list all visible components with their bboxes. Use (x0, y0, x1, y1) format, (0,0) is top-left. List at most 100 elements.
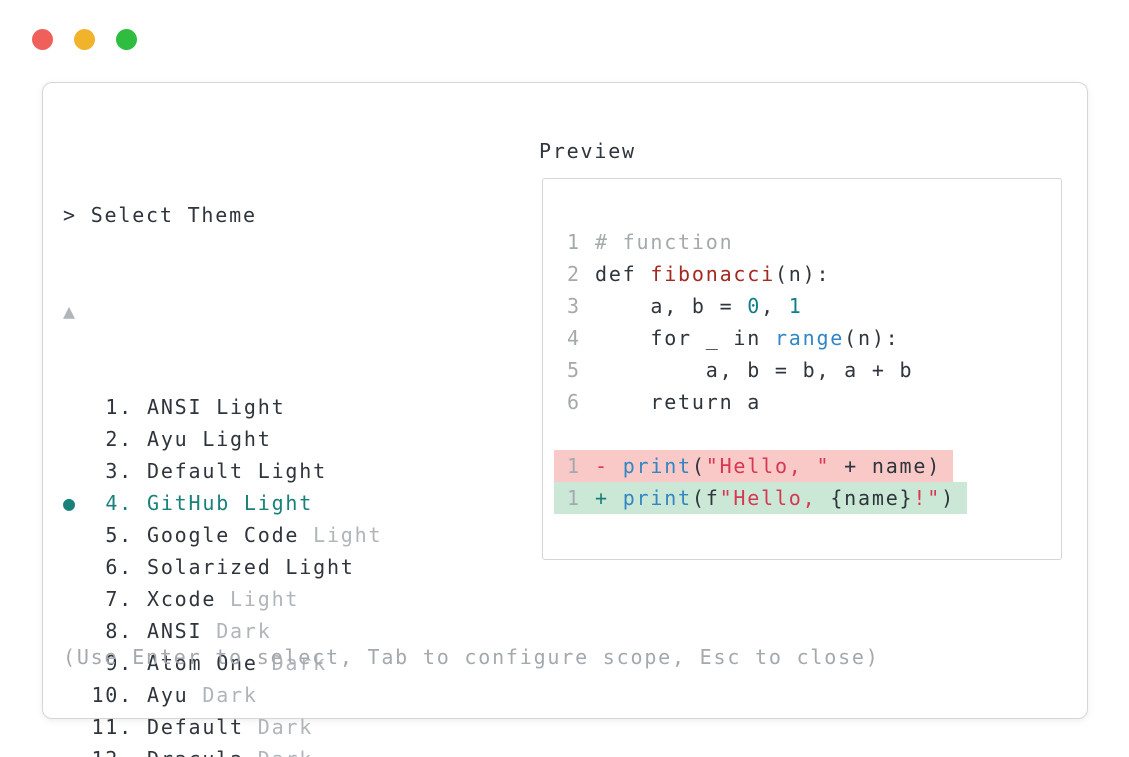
code-token: return a (595, 390, 762, 414)
code-line: 4 for _ in range(n): (567, 322, 1061, 354)
code-token: "Hello, " (705, 454, 831, 478)
code-token: a, b = b, a + b (595, 358, 914, 382)
diff-added-line: 1 + print(f"Hello, {name}!") (554, 482, 1061, 514)
code-line: 5 a, b = b, a + b (567, 354, 1061, 386)
item-label: Default Dark (147, 715, 314, 739)
theme-list-item[interactable]: 2. Ayu Light (63, 423, 382, 455)
code-token: ) (941, 486, 955, 510)
window-controls (32, 29, 137, 50)
code-token: "Hello, (719, 486, 831, 510)
theme-list-item[interactable]: 5. Google Code Light (63, 519, 382, 551)
code-token: range (774, 326, 845, 350)
item-number: 11. (91, 715, 133, 739)
theme-picker-column: > Select Theme ▲ 1. ANSI Light 2. Ayu Light… (63, 135, 382, 757)
code-token: a, b = (595, 294, 748, 318)
code-token: (f (691, 486, 720, 510)
item-label: Dracula Dark (147, 743, 313, 757)
item-label: GitHub Light (147, 491, 314, 515)
line-number: 1 (567, 230, 581, 254)
marker-spacer (63, 519, 77, 551)
code-line: 1 # function (567, 226, 1061, 258)
scroll-up-icon[interactable]: ▲ (63, 299, 77, 323)
code-token: ( (691, 454, 706, 478)
theme-list-item[interactable]: 6. Solarized Light (63, 551, 382, 583)
theme-list-item[interactable]: 3.Default Light (63, 455, 382, 487)
code-token: (n): (774, 262, 831, 286)
marker-spacer (63, 455, 77, 487)
line-number: 3 (567, 294, 581, 318)
preview-label: Preview (539, 139, 636, 163)
marker-spacer (63, 679, 77, 711)
item-label: Ayu Light (147, 427, 272, 451)
item-number: 6. (105, 555, 133, 579)
code-token: (n): (844, 326, 900, 350)
marker-spacer (63, 743, 77, 757)
code-line: 6 return a (567, 386, 1061, 418)
traffic-light-zoom-button[interactable] (116, 29, 137, 50)
selected-bullet-icon: ● (63, 491, 77, 515)
item-label: ANSI Light (147, 395, 286, 419)
theme-list-item[interactable]: 10. Ayu Dark (63, 679, 382, 711)
code-line (567, 418, 1061, 450)
item-number: 10. (91, 683, 133, 707)
line-number: 5 (567, 358, 581, 382)
item-label: ANSI Dark (147, 619, 272, 643)
item-number: 1. (105, 395, 133, 419)
item-label: Atom One Dark (147, 651, 327, 675)
code-token: + (595, 486, 623, 510)
line-number: 1 (567, 486, 581, 510)
line-number: 2 (567, 262, 581, 286)
item-label: Ayu Dark (147, 683, 258, 707)
code-token: {name} (830, 486, 914, 510)
line-number: 6 (567, 390, 581, 414)
code-token: print (622, 454, 692, 478)
item-number: 5. (105, 523, 133, 547)
theme-list-item[interactable]: ● 4. GitHub Light (63, 487, 382, 519)
line-number: 1 (567, 454, 581, 478)
code-line: 2 def fibonacci(n): (567, 258, 1061, 290)
theme-list-item[interactable]: 9. Atom One Dark (63, 647, 382, 679)
marker-spacer (63, 391, 77, 423)
theme-list-item[interactable]: 8. ANSI Dark (63, 615, 382, 647)
hint-text: (Use Enter to select, Tab to configure s… (63, 645, 880, 669)
theme-prompt: > Select Theme (63, 199, 382, 231)
code-token: fibonacci (650, 262, 775, 286)
traffic-light-close-button[interactable] (32, 29, 53, 50)
code-token: - (595, 454, 623, 478)
theme-list-item[interactable]: 11. Default Dark (63, 711, 382, 743)
code-token: for _ in (595, 326, 775, 350)
page-title: Select Theme (90, 203, 257, 227)
marker-spacer (63, 423, 77, 455)
theme-list-item[interactable]: 1. ANSI Light (63, 391, 382, 423)
prompt-symbol: > (63, 203, 77, 227)
code-token: def (595, 262, 651, 286)
line-number: 4 (567, 326, 581, 350)
code-line: 3 a, b = 0, 1 (567, 290, 1061, 322)
theme-list-item[interactable]: 12. Dracula Dark (63, 743, 382, 757)
theme-list: 1. ANSI Light 2. Ayu Light 3.Default Light ● 4… (63, 391, 382, 757)
diff-removed-line: 1- print("Hello, " + name) (554, 450, 1061, 482)
item-number: 9. (105, 651, 133, 675)
code-token: + name) (830, 454, 942, 478)
code-token: , (761, 294, 789, 318)
marker-spacer (63, 583, 77, 615)
item-label: Xcode Light (147, 587, 300, 611)
code-token: !" (913, 486, 942, 510)
code-token: print (622, 486, 692, 510)
item-label: Default Light (147, 459, 327, 483)
item-number: 12. (77, 743, 133, 757)
item-number: 8. (105, 619, 133, 643)
item-number: 7. (105, 587, 133, 611)
traffic-light-minimize-button[interactable] (74, 29, 95, 50)
marker-spacer (63, 551, 77, 583)
item-number: 2. (105, 427, 133, 451)
item-label: Solarized Light (147, 555, 355, 579)
code-token: # function (595, 230, 734, 254)
item-number: 4. (105, 491, 133, 515)
code-token: 0 (747, 294, 762, 318)
item-label: Google Code Light (147, 523, 383, 547)
theme-list-item[interactable]: 7. Xcode Light (63, 583, 382, 615)
